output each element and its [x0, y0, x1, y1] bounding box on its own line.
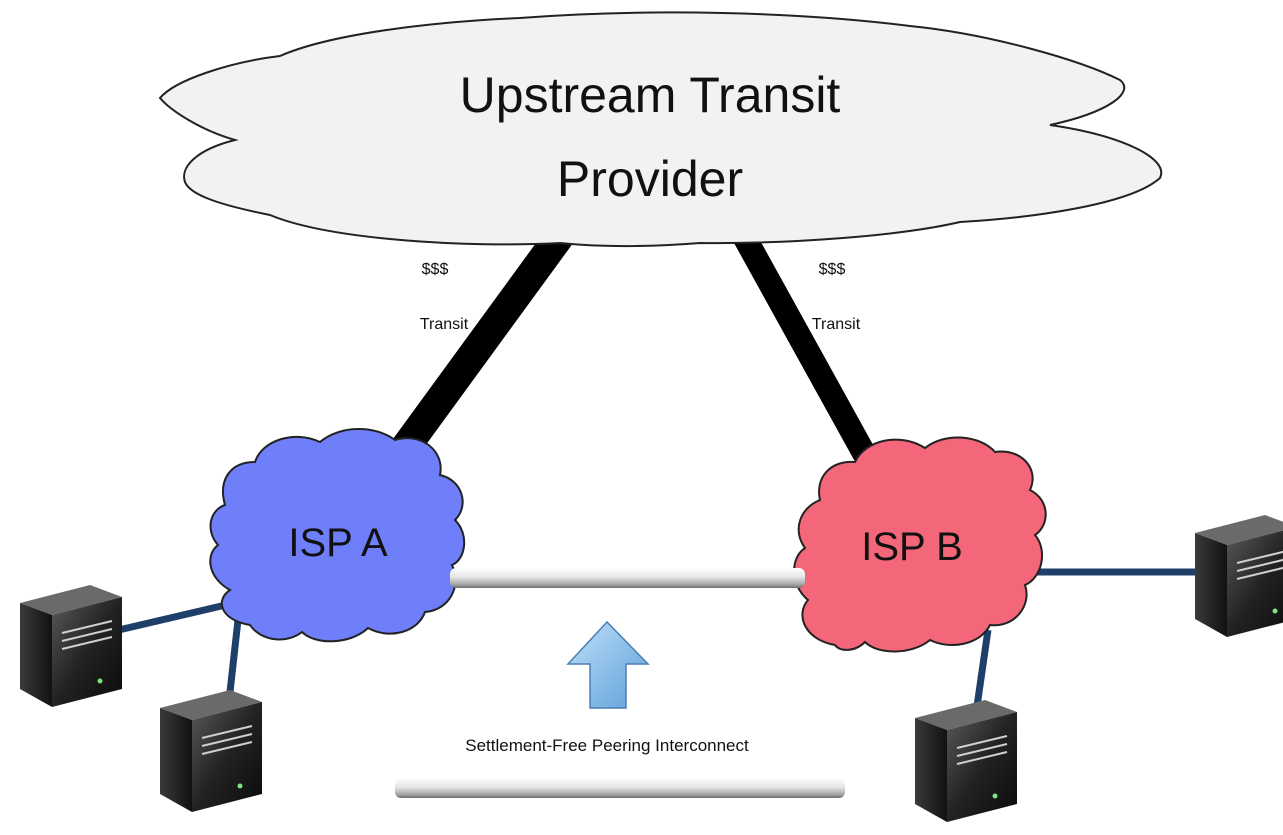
customer-link-a1 [109, 600, 231, 636]
isp-b-cloud [793, 436, 1047, 653]
up-arrow-icon [566, 620, 650, 709]
peering-caption: Settlement-Free Peering Interconnect [465, 736, 749, 755]
transit-link-left [392, 206, 588, 457]
isp-a-cloud [209, 428, 466, 643]
transit-link-right [724, 214, 876, 461]
upstream-title-line2: Provider [557, 151, 743, 207]
right-transit-cost: $$$ [819, 261, 846, 278]
upstream-title-line1: Upstream Transit [460, 67, 841, 123]
server-icon [160, 690, 262, 812]
peering-legend-bar [395, 778, 845, 798]
left-transit-cost: $$$ [422, 261, 449, 278]
left-transit-label: Transit [420, 316, 469, 333]
upstream-cloud [158, 11, 1163, 247]
server-icon [915, 700, 1017, 822]
server-icon [20, 585, 122, 707]
isp-a-label: ISP A [288, 521, 388, 565]
peering-link-bar [450, 568, 805, 588]
right-transit-label: Transit [812, 316, 861, 333]
isp-b-label: ISP B [861, 525, 963, 569]
server-icon [1195, 515, 1283, 637]
